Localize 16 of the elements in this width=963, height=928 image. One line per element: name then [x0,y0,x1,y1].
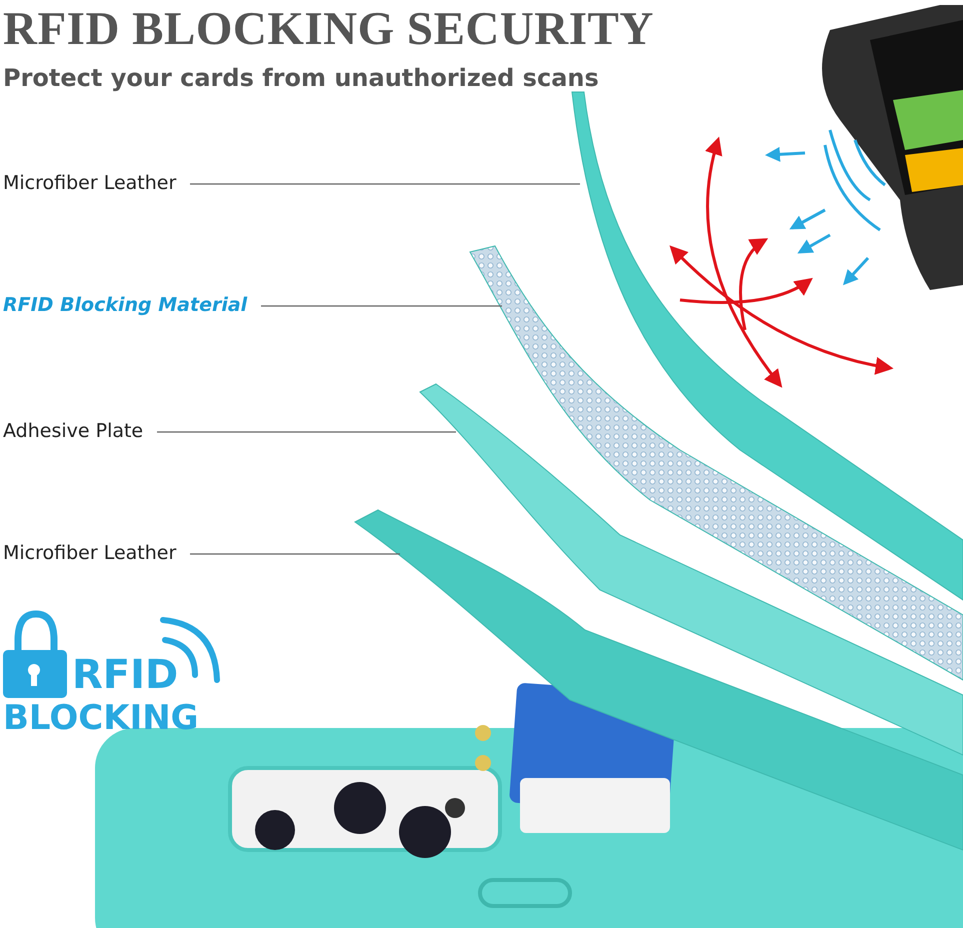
layer-label: Adhesive Plate [3,420,144,442]
subtitle: Protect your cards from unauthorized scans [3,64,599,92]
leader-line [190,553,400,555]
layer-label: Microfiber Leather [3,542,178,564]
leader-line [261,305,502,307]
badge-text: RFID [72,652,178,698]
leader-line [157,431,456,433]
layer-label: RFID Blocking Material [3,294,248,316]
case-layer [572,92,963,600]
case-layer [354,510,963,850]
badge-text: BLOCKING [3,698,199,738]
leader-line [190,183,580,185]
case-layer [470,246,963,680]
title: RFID BLOCKING SECURITY [3,2,654,56]
layer-label: Microfiber Leather [3,172,178,194]
case-layer [420,384,963,756]
